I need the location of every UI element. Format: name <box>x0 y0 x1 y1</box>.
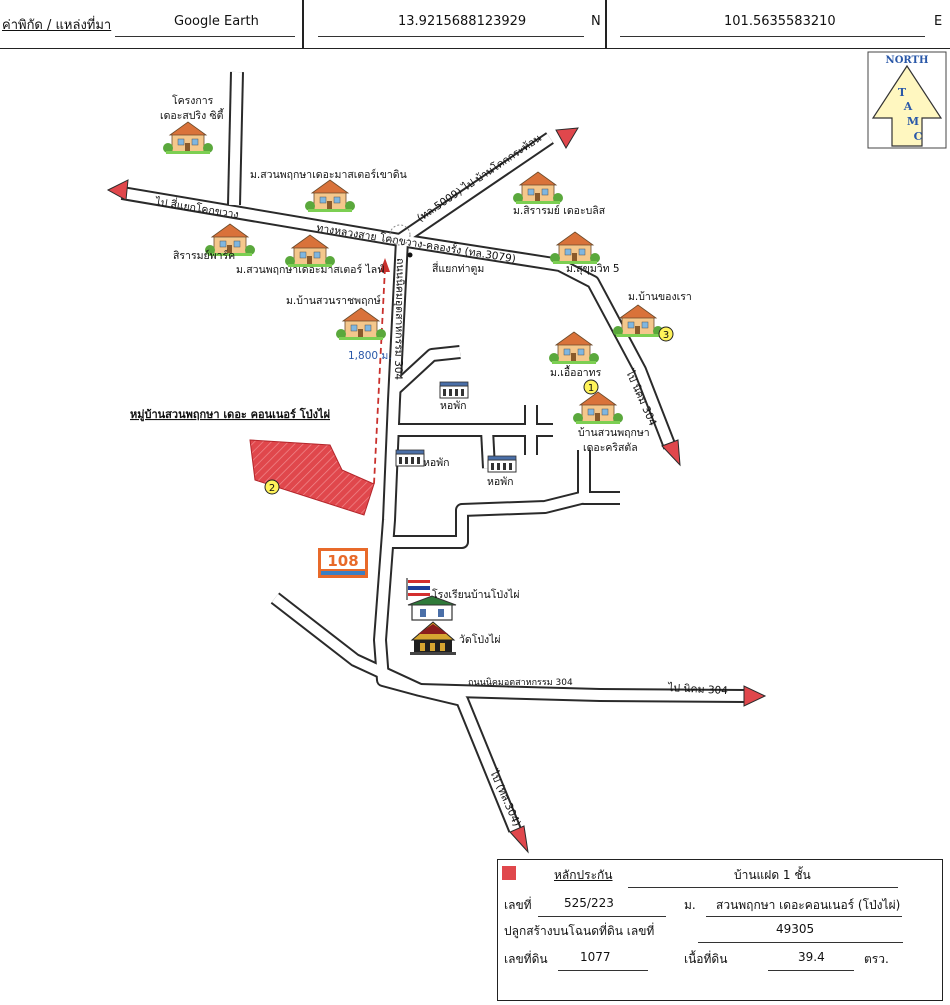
label-master-khaodin: ม.สวนพฤกษาเดอะมาสเตอร์เขาดิน <box>250 168 407 181</box>
latitude-underline <box>318 36 584 37</box>
marker-3 <box>658 326 674 342</box>
dormitory-icon <box>395 449 425 467</box>
house-icon <box>512 171 564 205</box>
house-type-underline <box>628 887 898 888</box>
collateral-legend-swatch <box>502 866 516 880</box>
label-temple: วัดโป่งไผ่ <box>459 633 501 646</box>
marker-2-label: 2 <box>269 483 275 494</box>
marker-2 <box>264 479 280 495</box>
house-icon <box>304 179 356 213</box>
dormitory-icon <box>487 455 517 473</box>
label-crystal-2: เดอะคริสตัล <box>583 442 638 454</box>
subject-plot <box>249 439 375 516</box>
marker-1 <box>583 379 599 395</box>
north-letter: M <box>907 115 919 128</box>
area-value: 39.4 <box>798 950 825 964</box>
north-letter: T <box>898 86 907 99</box>
deed-value: 49305 <box>776 922 815 936</box>
village-underline <box>706 916 902 917</box>
village-value: สวนพฤกษา เดอะคอนเนอร์ (โป่งไผ่) <box>716 898 901 912</box>
label-dormitory-2: หอพัก <box>423 457 450 469</box>
label-ban-khong-rao: ม.บ้านของเรา <box>628 291 692 303</box>
house-icon <box>549 231 601 265</box>
north-arrow-icon <box>871 64 943 147</box>
road-arrows <box>106 127 767 854</box>
arrow-northeast <box>555 127 579 149</box>
coordinate-header: ค่าพิกัด / แหล่งที่มา Google Earth 13.92… <box>0 0 950 49</box>
dormitory-icon <box>439 381 469 399</box>
north-arrow: NORTH T A M C <box>867 51 947 149</box>
deed-underline <box>698 942 903 943</box>
route-to-project <box>373 258 390 485</box>
north-title: NORTH <box>886 55 929 66</box>
north-letter: A <box>903 100 913 113</box>
label-subject-project: หมู่บ้านสวนพฤกษา เดอะ คอนเนอร์ โป่งไผ่ <box>130 407 330 422</box>
area-underline <box>768 970 854 971</box>
house-icon <box>572 391 624 425</box>
store-108-text: 108 <box>327 552 358 570</box>
label-spring-city-1: โครงการ <box>172 94 214 107</box>
label-to-nikom-304-lower: ไป นิคม 304 <box>667 681 729 697</box>
numbered-markers: 1 2 3 <box>264 326 674 495</box>
land-no-underline <box>558 970 648 971</box>
marker-1-label: 1 <box>588 383 594 394</box>
marker-3-label: 3 <box>663 330 669 341</box>
label-road-304-horizontal: ถนนนิคมอุตสาหกรรม 304 <box>468 677 573 688</box>
area-label: เนื้อที่ดิน <box>684 952 728 966</box>
house-icon <box>548 331 600 365</box>
arrow-east-lower <box>743 685 767 707</box>
label-school: โรงเรียนบ้านโป่งไผ่ <box>432 588 520 601</box>
land-no-label: เลขที่ดิน <box>504 952 548 966</box>
arrow-southeast-upper <box>661 439 681 467</box>
label-sirarom-bliss: ม.สิรารมย์ เดอะบลิส <box>513 204 606 217</box>
house-icon <box>335 307 387 341</box>
latitude-value: 13.9215688123929 <box>398 14 527 29</box>
header-divider <box>302 0 304 48</box>
label-master-life: ม.สวนพฤกษาเดอะมาสเตอร์ ไลฟ์ <box>236 263 385 276</box>
school-icon <box>406 578 457 621</box>
longitude-value: 101.5635583210 <box>724 14 836 29</box>
longitude-underline <box>620 36 925 37</box>
label-distance: 1,800 ม. <box>348 350 392 362</box>
collateral-label: หลักประกัน <box>554 868 613 882</box>
source-value: Google Earth <box>174 14 259 29</box>
tha-tum-dot <box>407 252 413 258</box>
number-label: เลขที่ <box>504 898 532 912</box>
longitude-direction: E <box>934 14 943 29</box>
village-label: ม. <box>684 898 696 912</box>
label-spring-city-2: เดอะสปริง ซิตี้ <box>160 108 225 122</box>
arrow-south <box>509 825 529 854</box>
roads <box>120 71 746 833</box>
label-dormitory-1: หอพัก <box>440 400 467 412</box>
number-value: 525/223 <box>564 896 614 910</box>
house-type: บ้านแฝด 1 ชั้น <box>734 868 811 882</box>
store-108-logo: 108 <box>318 548 368 578</box>
label-sukhumvit5: ม.สุขุมวิท 5 <box>566 263 620 275</box>
label-crystal-1: บ้านสวนพฤกษา <box>578 427 650 439</box>
source-underline <box>115 36 295 37</box>
north-letter: C <box>914 130 923 143</box>
coordinate-label: ค่าพิกัด / แหล่งที่มา <box>2 18 112 33</box>
label-ueuathorn: ม.เอื้ออาทร <box>550 365 602 379</box>
label-dormitory-3: หอพัก <box>487 476 514 488</box>
location-map: 108 1 2 3 NORTH T A <box>106 51 947 854</box>
latitude-direction: N <box>591 14 601 29</box>
label-sirarom-park: สิรารมย์พาร์ค <box>173 249 235 262</box>
house-icon <box>284 234 336 268</box>
area-unit: ตรว. <box>864 952 889 966</box>
arrow-west <box>106 179 129 201</box>
number-underline <box>538 916 666 917</box>
label-tha-tum-junction: สี่แยกท่าตูม <box>432 261 484 275</box>
temple-icon <box>410 621 456 655</box>
house-icon <box>162 121 214 155</box>
deed-label: ปลูกสร้างบนโฉนดที่ดิน เลขที่ <box>504 924 655 938</box>
label-suan-rajapruek: ม.บ้านสวนราชพฤกษ์ <box>286 294 381 307</box>
junction-circle <box>389 224 411 246</box>
collateral-info-box: หลักประกัน บ้านแฝด 1 ชั้น เลขที่ 525/223… <box>497 859 943 1001</box>
header-divider <box>605 0 607 48</box>
label-to-khok-kwang: ไป สี่แยกโคกขวาง <box>154 194 240 221</box>
label-road-304-vertical: ถนนนิคมอุตสาหกรรม 304 <box>392 258 406 381</box>
land-no-value: 1077 <box>580 950 611 964</box>
